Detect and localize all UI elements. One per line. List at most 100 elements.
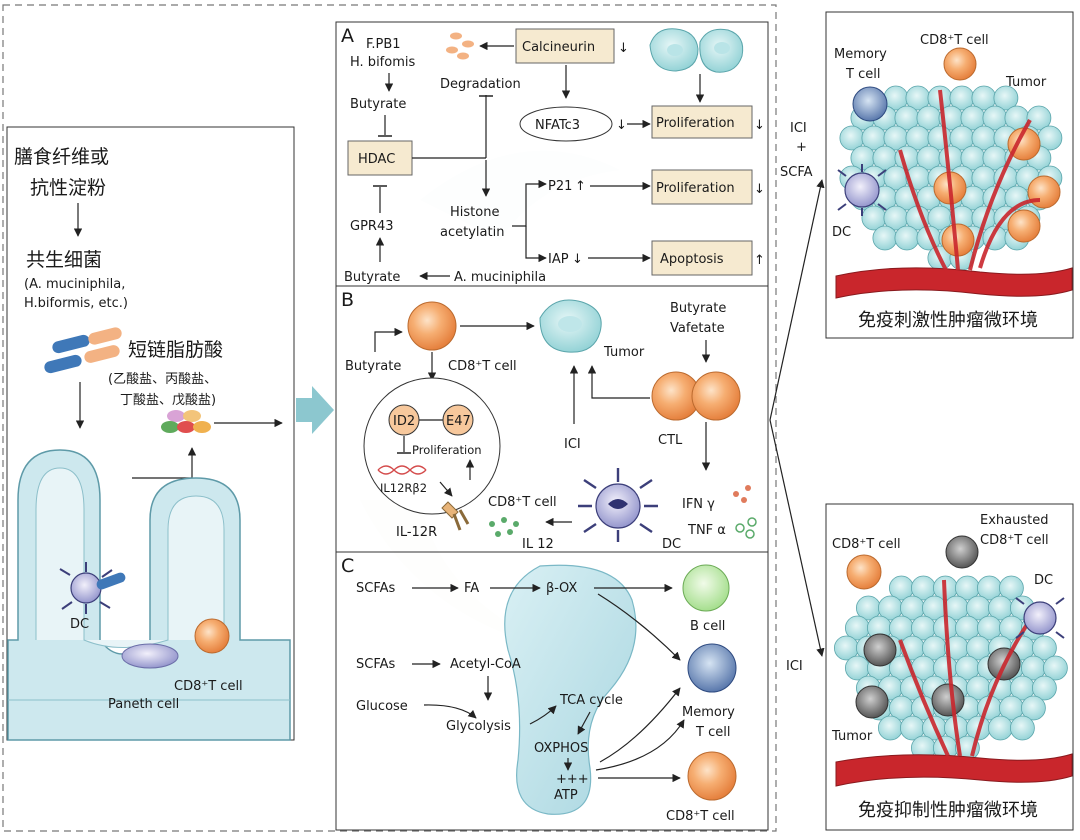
tumor-cell [993,85,1019,111]
panel-c-letter: C [341,555,354,577]
apoptosis-up-arrow: ↑ [754,253,765,268]
hbif-label: H. bifomis [350,55,415,70]
right-top-panel: Memory T cell CD8⁺T cell Tumor DC 免疫刺激性肿… [825,11,1074,339]
nfat-ellipse [519,106,613,142]
bottom-exhausted-label-1: Exhausted [980,513,1048,528]
bacteria-title: 共生细菌 [26,249,102,271]
glucose-label: Glucose [356,699,408,714]
panel-a-letter: A [341,25,354,47]
b-cd8b-label: CD8⁺T cell [488,495,557,510]
calcineurin-box [515,28,615,64]
histone-label-2: acetylatin [440,225,504,240]
tumor-cell [1032,675,1057,701]
proliferation-2-down-arrow: ↓ [754,182,765,197]
ici-scfa-label-3: SCFA [780,165,813,180]
proliferation-1-down-arrow: ↓ [754,118,765,133]
mitochondrion-icon [504,564,637,815]
exhausted-cd8-t-cell [931,683,965,717]
scfas2-label: SCFAs [356,657,396,672]
il12-dots-icon [489,517,519,537]
tumor-cell [1026,105,1052,131]
tumor-cell [1032,635,1057,661]
bottom-dc-label: DC [1034,573,1053,588]
apoptosis-label: Apoptosis [660,252,724,267]
cd8-t-cell [1027,175,1061,209]
cd8-cell-bottom [846,554,882,590]
il12r-receptor-icon [441,501,470,531]
b-tumor-cell-icon [539,299,602,353]
scfa-title: 短链脂肪酸 [128,339,223,361]
exhausted-cd8-t-cell [945,535,979,569]
big-flow-arrow [296,386,334,434]
ifn-dots-icon [733,485,751,503]
tnf-dots-icon [735,517,757,539]
tca-label: TCA cycle [559,693,623,708]
memory-label-1: Memory [682,705,735,720]
tumor-cell [1021,695,1046,721]
il12rb2-label: IL12Rβ2 [380,481,427,495]
ctl-cell-pair-icon [651,371,741,421]
tumor-cell [878,715,903,741]
dna-icon [377,465,427,475]
proliferation-label-b: Proliferation [412,443,482,457]
bottom-cd8-label: CD8⁺T cell [832,537,901,552]
fiber-line-2: 抗性淀粉 [30,177,106,199]
butyrate-bottom-label: Butyrate [344,270,400,285]
scfa-list-2: 丁酸盐、戊酸盐) [120,393,216,408]
fa-label: FA [464,581,479,596]
b-dc-label: DC [662,537,681,552]
tumor-cell [1043,655,1068,681]
bacteria-names-1: (A. muciniphila, [24,277,125,292]
tumor-cell [1010,715,1035,741]
scfa-molecules-icon [161,410,211,433]
memory-t-cell [687,643,737,693]
degradation-fragments-icon [446,32,474,60]
b-vafetate-label: Vafetate [670,321,725,336]
box-label: β-OX [546,581,577,596]
capillaries-top [898,89,1041,271]
tumor-cell-pair-icon [649,28,744,73]
b-cd8-cell [407,301,457,351]
cd8-t-cell [943,47,977,81]
gpr43-label: GPR43 [350,219,394,234]
ctl-label: CTL [658,433,683,448]
ici-scfa-label-1: ICI [790,121,807,136]
glycolysis-label: Glycolysis [446,719,511,734]
top-tumor-label: Tumor [1005,75,1047,90]
proliferation-box-2 [651,169,753,205]
acetyl-label: Acetyl-CoA [450,657,521,672]
right-bottom-panel: Exhausted CD8⁺T cell CD8⁺T cell DC Tumor… [825,503,1074,831]
nfat-label: NFATc3 [535,118,580,133]
apoptosis-box [651,240,753,276]
left-dc-label: DC [70,617,89,632]
oxphos-label: OXPHOS [534,741,588,756]
ici-arrow [769,419,825,657]
hdac-box [347,140,413,176]
ici-scfa-arrow [769,179,825,421]
top-memory-label-1: Memory [834,47,887,62]
b-ici-label: ICI [564,437,581,452]
b-tumor-label: Tumor [603,345,645,360]
amuc-label: A. muciniphila [454,270,546,285]
c-cd8-cell [687,751,737,801]
proliferation-box-1 [651,105,753,139]
ici-label: ICI [786,659,803,674]
il12r-label: IL-12R [396,525,437,540]
bottom-exhausted-label-2: CD8⁺T cell [980,533,1049,548]
bottom-tumor-label: Tumor [831,729,873,744]
b-cell [682,564,730,612]
scfas1-label: SCFAs [356,581,396,596]
ici-scfa-label-2: + [796,140,807,155]
paneth-label: Paneth cell [108,697,179,712]
iap-down-arrow: ↓ [572,252,583,267]
calcineurin-down-arrow: ↓ [618,41,629,56]
memory-label-2: T cell [695,725,730,740]
dc-bottom-icon [1015,597,1065,639]
ifn-label: IFN γ [682,497,715,512]
tumor-cell [894,225,920,251]
memory-t-cell-top [852,86,888,122]
left-panel: 膳食纤维或 抗性淀粉 共生细菌 (A. muciniphila, H.bifor… [6,126,295,741]
plus-label: +++ [556,772,589,787]
tumor-cell [872,225,898,251]
